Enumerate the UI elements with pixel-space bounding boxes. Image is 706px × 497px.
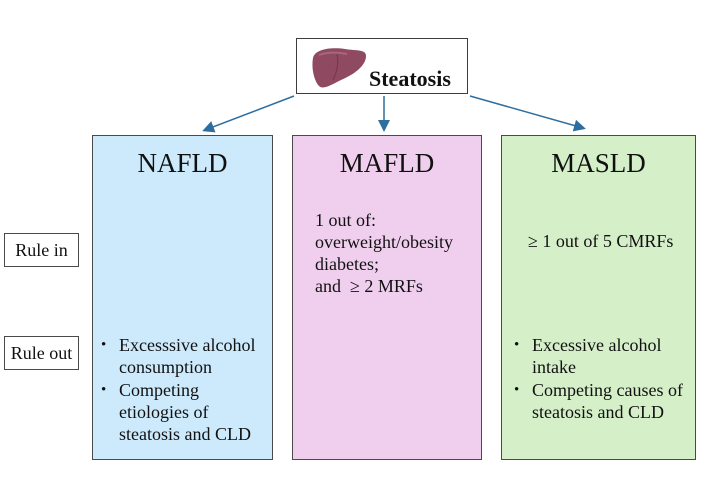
nafld-rule-out-list: Excesssive alcohol consumption Competing… [99,334,271,446]
mafld-line: diabetes; [315,254,379,274]
masld-rule-in-text: ≥ 1 out of 5 CMRFs [528,231,674,251]
mafld-title: MAFLD [339,148,435,178]
mafld-line: and ≥ 2 MRFs [315,276,423,296]
masld-column: MASLD ≥ 1 out of 5 CMRFs Excessive alcoh… [501,135,696,460]
mafld-line: 1 out of: [315,210,376,230]
list-item: Excesssive alcohol consumption [99,334,271,378]
rule-in-label: Rule in [4,233,79,267]
rule-out-label: Rule out [4,336,79,370]
list-item: Competing causes of steatosis and CLD [512,379,690,423]
list-item: Excessive alcohol intake [512,334,690,378]
nafld-column: NAFLD Excesssive alcohol consumption Com… [92,135,273,460]
mafld-line: overweight/obesity [315,232,453,252]
arrow-to-nafld [202,95,295,133]
masld-rule-out-list: Excessive alcohol intake Competing cause… [512,334,690,424]
masld-title: MASLD [551,148,646,178]
nafld-title: NAFLD [137,148,228,178]
liver-icon [312,48,367,88]
steatosis-box: Steatosis [296,38,468,94]
steatosis-title: Steatosis [369,66,451,91]
mafld-rule-in-text: 1 out of: overweight/obesity diabetes; a… [315,209,453,297]
list-item: Competing etiologies of steatosis and CL… [99,379,271,445]
arrow-to-masld [469,95,586,132]
mafld-column: MAFLD 1 out of: overweight/obesity diabe… [292,135,482,460]
